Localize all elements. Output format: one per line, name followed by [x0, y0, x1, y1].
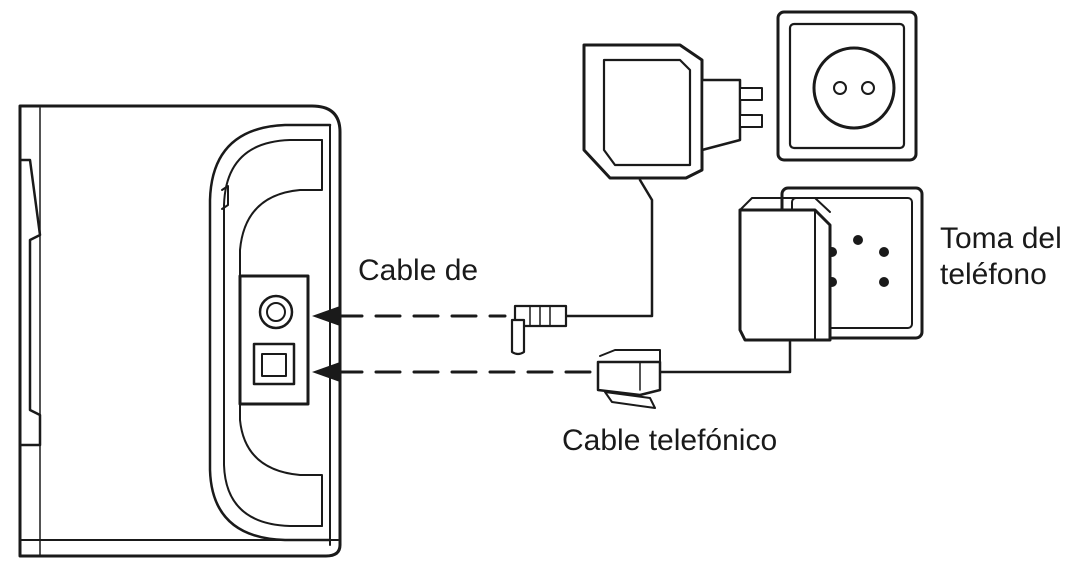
phone-jack-label-line1: Toma del — [940, 222, 1062, 255]
power-arrow-head — [312, 306, 340, 326]
power-plug — [510, 178, 654, 356]
base-station-latch — [221, 185, 229, 210]
wall-power-outlet — [776, 10, 918, 162]
power-socket-inner — [266, 302, 286, 322]
phone-cable-label: Cable telefónico — [562, 424, 777, 457]
phone-socket-inner — [261, 353, 287, 377]
base-station-rear-recess — [239, 139, 323, 527]
base-station — [18, 104, 342, 558]
base-station-body — [18, 104, 342, 558]
power-connection-arrow — [312, 306, 507, 326]
base-station-rear-panel — [208, 123, 332, 542]
phone-plug — [596, 340, 792, 409]
power-cable — [564, 178, 654, 318]
base-station-rear-panel-inner — [223, 139, 323, 527]
power-cable-label: Cable de — [358, 254, 478, 287]
phone-jack-label-line2: teléfono — [940, 258, 1047, 291]
telephone-wall-jack — [738, 186, 924, 342]
phone-cable-wire — [658, 340, 792, 374]
power-adapter — [582, 43, 763, 180]
phone-arrow-head — [312, 362, 340, 382]
phone-connection-arrow — [312, 362, 592, 382]
